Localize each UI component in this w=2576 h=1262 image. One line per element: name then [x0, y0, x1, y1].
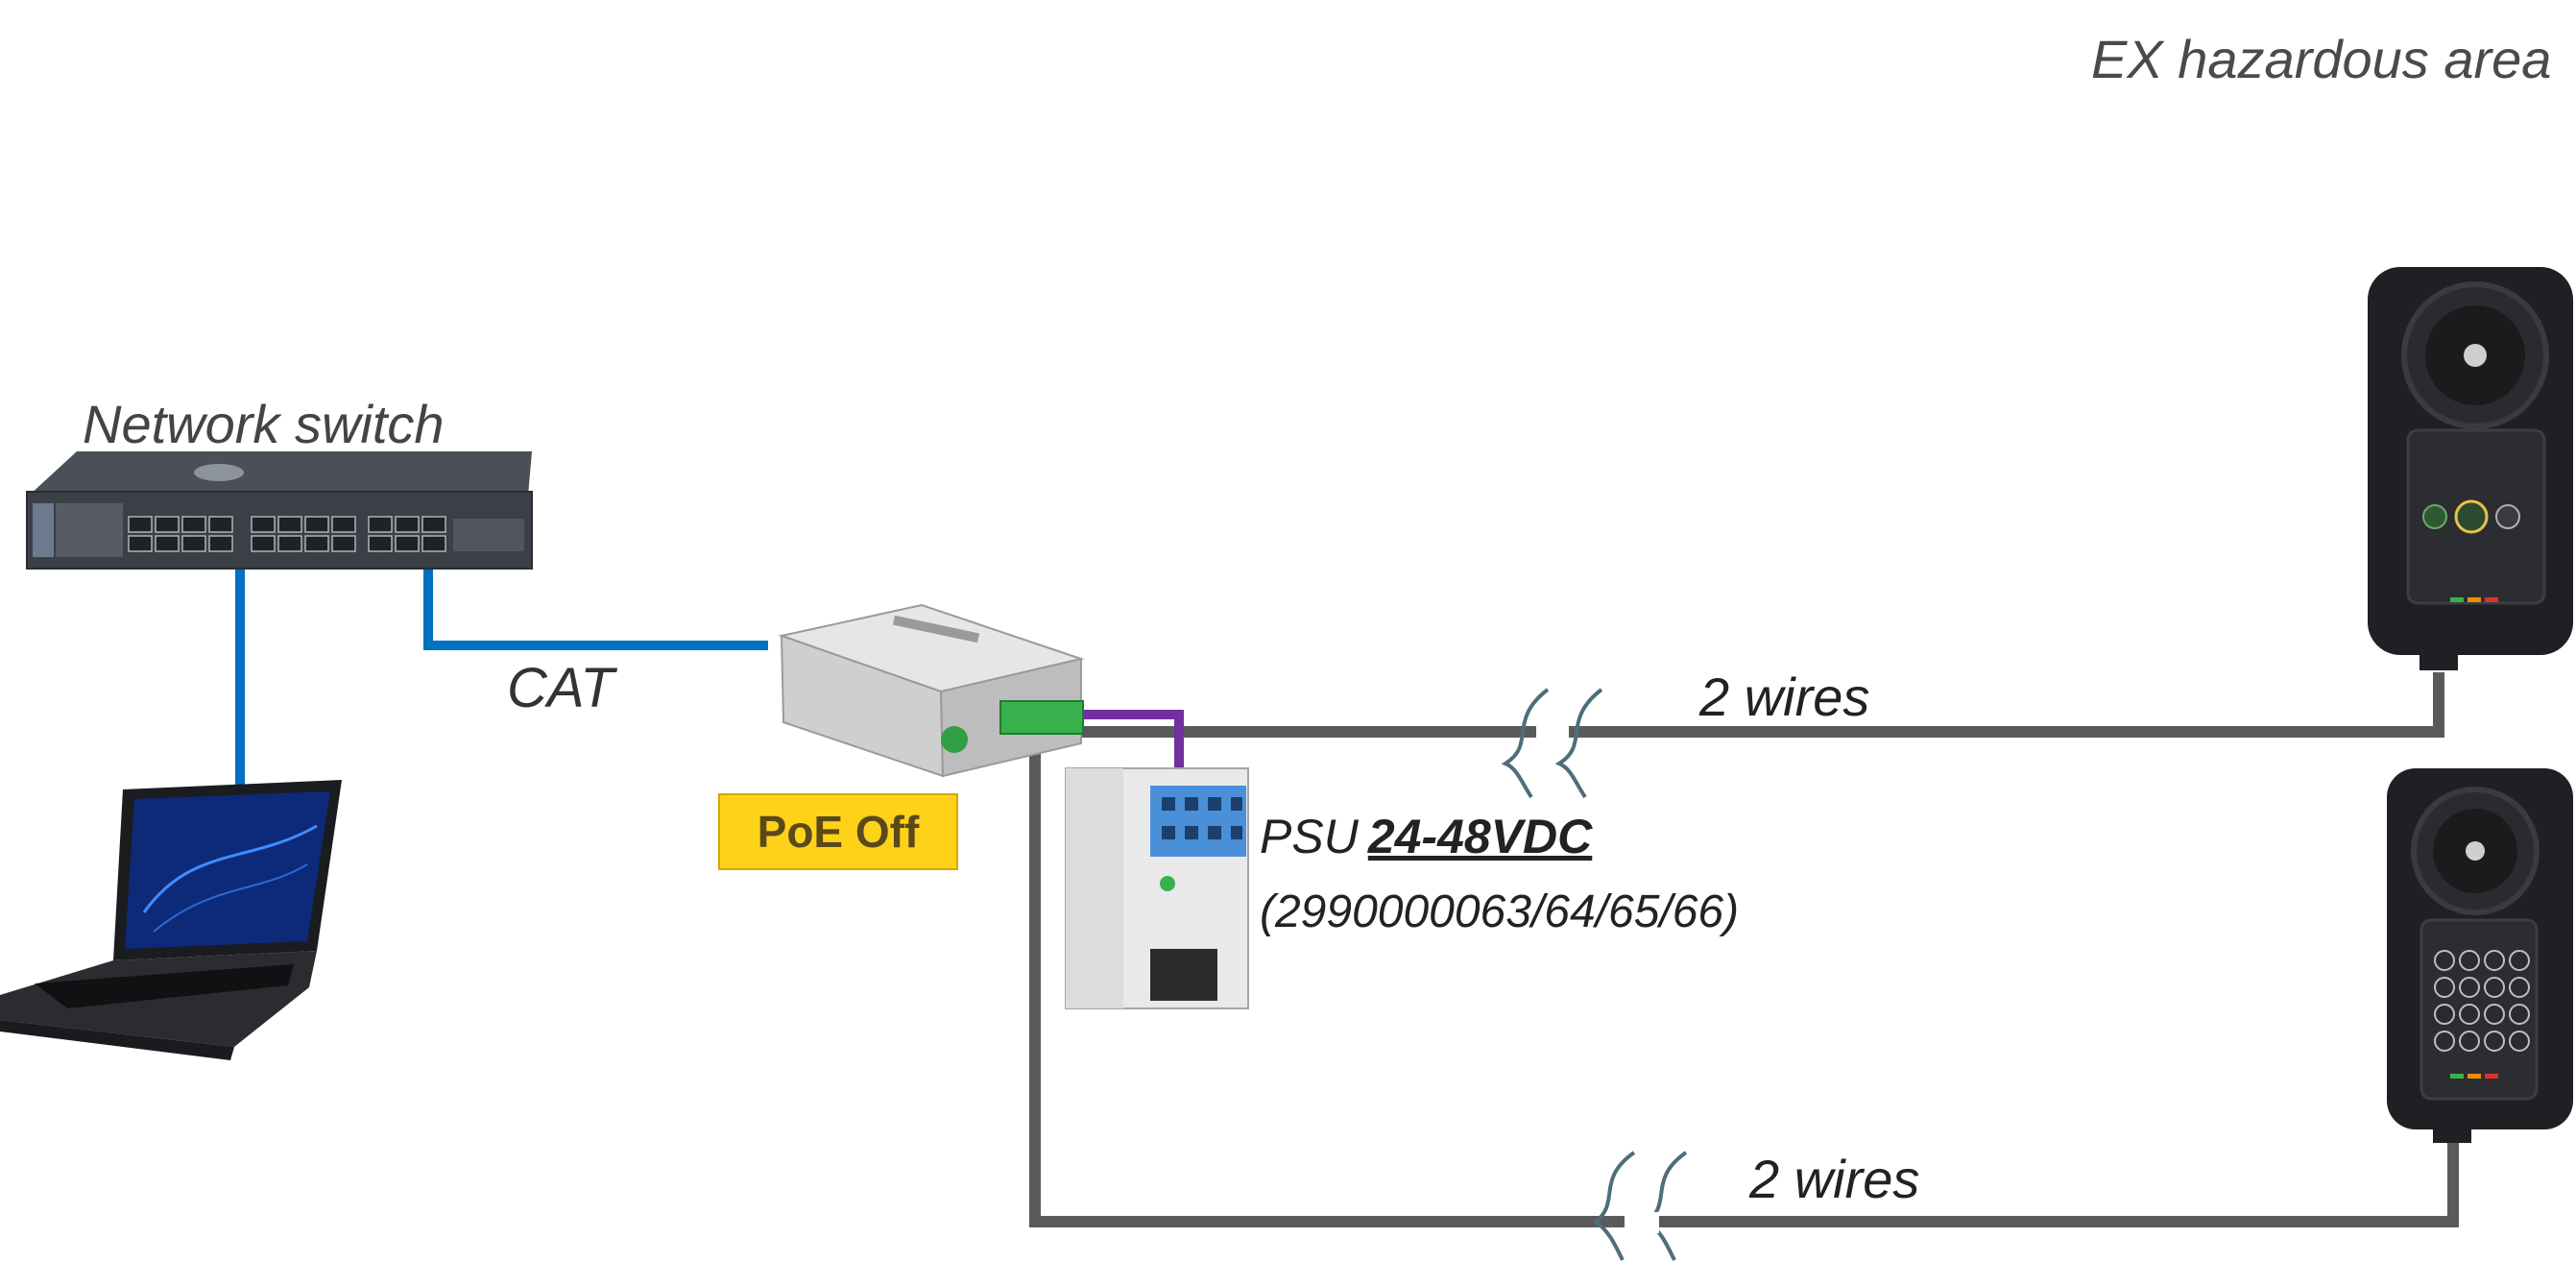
poe-off-badge: PoE Off [718, 793, 958, 870]
psu-prefix: PSU [1260, 810, 1359, 863]
network-switch-icon [26, 451, 533, 570]
network-switch-label: Network switch [83, 394, 445, 454]
psu-voltage: 24-48VDC [1367, 810, 1593, 863]
two-wires-label-bottom: 2 wires [1749, 1149, 1920, 1209]
hazardous-area-title: EX hazardous area [2091, 29, 2552, 89]
psu-part-numbers: (2990000063/64/65/66) [1260, 886, 1740, 937]
two-wire-line-top [1039, 672, 2444, 738]
cat-cable-poe [423, 549, 768, 650]
two-wire-line-bottom [1029, 732, 2459, 1227]
ex-keypad-station-icon [2387, 768, 2573, 1143]
poe-injector-icon [778, 603, 1085, 778]
ex-speaker-station-icon [2368, 267, 2573, 670]
psu-icon [1065, 767, 1249, 1009]
cable-break-top-gap [1536, 722, 1569, 743]
two-wires-label-top: 2 wires [1699, 667, 1870, 727]
cable-break-bottom-gap [1625, 1212, 1659, 1233]
cable-break-top [1501, 688, 1603, 799]
laptop-icon [0, 780, 342, 1060]
cat-cables [235, 549, 768, 786]
cat-cable-label: CAT [507, 657, 614, 719]
cable-break-bottom [1592, 1151, 1688, 1261]
two-wire-lines [1029, 672, 2459, 1227]
